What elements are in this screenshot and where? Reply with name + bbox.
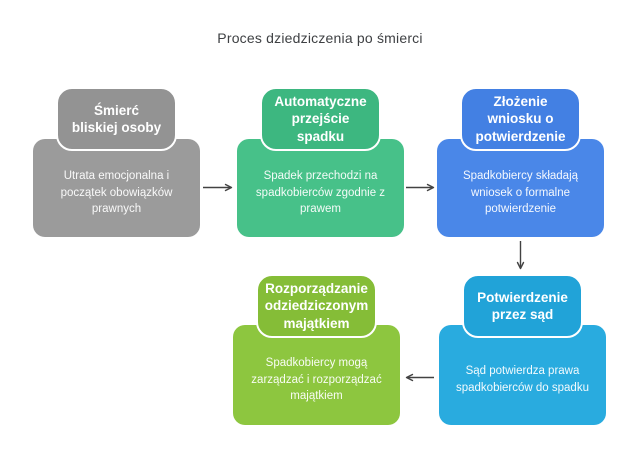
step-title: Automatyczne przejście spadku [260,87,381,151]
step-description: Spadek przechodzi na spadkobierców zgodn… [237,139,404,237]
diagram-title: Proces dziedziczenia po śmierci [217,30,423,46]
step-description: Utrata emocjonalna i początek obowiązków… [33,139,200,237]
step-title: Śmierć bliskiej osoby [56,87,177,151]
step-title: Złożenie wniosku o potwierdzenie [460,87,581,151]
step-description: Sąd potwierdza prawa spadkobierców do sp… [439,325,606,425]
step-description: Spadkobiercy składają wniosek o formalne… [437,139,604,237]
step-description: Spadkobiercy mogą zarządzać i rozporządz… [233,325,400,425]
step-title: Potwierdzenie przez sąd [462,274,583,338]
step-title: Rozporządzanie odziedziczonym majątkiem [256,274,377,338]
